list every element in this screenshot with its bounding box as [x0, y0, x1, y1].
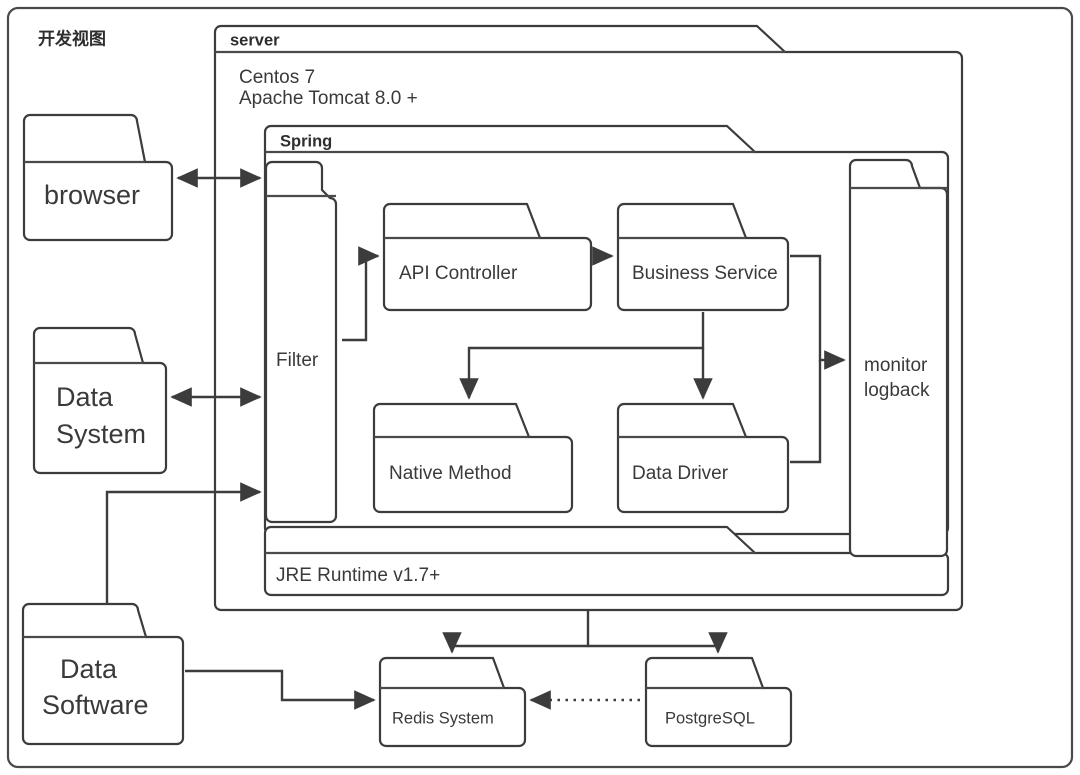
- data-driver-label: Data Driver: [632, 463, 729, 484]
- postgresql-label: PostgreSQL: [665, 709, 755, 727]
- data-system-label-line1: Data: [56, 382, 114, 412]
- edge-filter-api-controller: [342, 246, 380, 342]
- filter-node: [264, 160, 338, 524]
- monitor-label-line1: monitor: [864, 355, 928, 376]
- browser-label: browser: [44, 180, 140, 210]
- business-service-label: Business Service: [632, 263, 778, 284]
- data-system-label-line2: System: [56, 419, 146, 449]
- data-system-node: [32, 326, 168, 475]
- edge-server-postgresql: [588, 632, 728, 654]
- outer-frame: [6, 6, 1074, 769]
- redis-system-label: Redis System: [392, 709, 494, 727]
- edge-data-software-redis: [185, 669, 376, 710]
- api-controller-label: API Controller: [399, 263, 518, 284]
- spring-container: [263, 124, 950, 536]
- server-spec-tomcat: Apache Tomcat 8.0 +: [239, 88, 418, 109]
- native-method-label: Native Method: [389, 463, 512, 484]
- business-service-node: [616, 202, 790, 312]
- edge-data-software-filter: [105, 482, 262, 604]
- data-software-node: [21, 602, 185, 746]
- data-software-label-line2: Software: [42, 690, 149, 720]
- jre-runtime-label: JRE Runtime v1.7+: [276, 565, 440, 586]
- postgresql-node: [644, 656, 793, 748]
- redis-system-node: [378, 656, 527, 748]
- edge-data-driver-monitor: [790, 360, 822, 464]
- edge-server-redis: [442, 610, 590, 654]
- server-spec-os: Centos 7: [239, 67, 315, 88]
- edge-business-service-native-method: [459, 312, 705, 400]
- filter-label: Filter: [276, 350, 319, 371]
- diagram-title: 开发视图: [38, 28, 106, 48]
- native-method-node: [372, 402, 574, 514]
- monitor-label-line2: logback: [864, 380, 930, 401]
- spring-label: Spring: [280, 132, 332, 150]
- monitor-logback-node: [848, 158, 949, 558]
- data-driver-node: [616, 402, 790, 514]
- api-controller-node: [382, 202, 593, 312]
- browser-node: [22, 113, 174, 242]
- edge-business-service-monitor: [790, 254, 846, 370]
- server-label: server: [230, 31, 280, 49]
- data-software-label-line1: Data: [60, 654, 118, 684]
